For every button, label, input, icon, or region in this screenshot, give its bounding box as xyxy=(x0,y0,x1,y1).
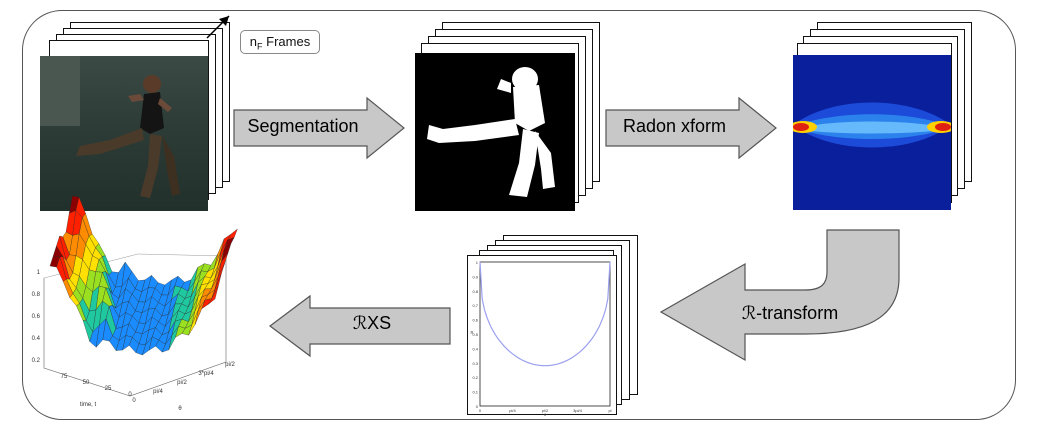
surface-z-tick: 0.4 xyxy=(32,336,41,342)
rxs-label: ℛXS xyxy=(352,313,392,333)
frames-axis-arrow xyxy=(206,15,230,39)
plot2d-ylabel: R̂ xyxy=(471,330,474,335)
surface-theta-tick: pi/2 xyxy=(225,362,235,368)
plot2d-y-tick: 0.9 xyxy=(472,274,478,279)
surface-box-lines xyxy=(43,256,227,397)
radon-stack xyxy=(793,22,978,217)
surface-time-tick: 50 xyxy=(83,380,90,386)
plot2d-y-tick: 0.5 xyxy=(472,332,478,337)
plot2d-axes xyxy=(479,261,611,407)
rxs-surface-plot: 1 0.8 0.6 0.4 0.2 75 50 25 0 time, t 0 pi/4 pi/2 3*pi… xyxy=(32,195,238,412)
plot2d-y-tick: 0.7 xyxy=(472,303,478,308)
radon-sinogram xyxy=(793,102,951,148)
plot2d-x-tick: 3pi/4 xyxy=(573,408,582,413)
plot2d-x-tick: pi/4 xyxy=(509,408,516,413)
plot2d-x-tick: pi/2 xyxy=(542,408,549,413)
radon-label: Radon xform xyxy=(622,116,727,136)
frames-label: nF Frames xyxy=(240,30,320,54)
r-transform-plot-svg: 1 0.9 0.8 0.7 0.6 0.5 0.4 0.3 0.2 0.1 00 pi/4 pi/2 3p… xyxy=(471,260,612,417)
plot2d-y-tick: 0 xyxy=(476,404,479,409)
surface-time-tick: 75 xyxy=(61,374,68,380)
surface-theta-tick: 0 xyxy=(132,398,136,404)
surface-time-label: time, t xyxy=(80,402,97,408)
surface-patch xyxy=(208,286,219,305)
surface-theta-tick: 3*pi/4 xyxy=(198,371,214,377)
surface-z-tick: 0.6 xyxy=(32,314,41,320)
silhouette-image xyxy=(415,53,575,211)
segmentation-arrow xyxy=(233,96,405,160)
surface-theta-tick: pi/4 xyxy=(153,389,163,395)
r-transform-label: ℛ-transform xyxy=(741,303,839,323)
surface-time-tick: 0 xyxy=(128,392,132,398)
surface-z-tick: 0.8 xyxy=(32,292,41,298)
radon-arrow xyxy=(605,96,777,160)
radon-image xyxy=(793,55,951,210)
silhouette-shape xyxy=(427,67,555,197)
surface-time-tick: 25 xyxy=(105,386,112,392)
surface-theta-label: θ xyxy=(178,406,182,412)
plot2d-xlabel: θ xyxy=(544,412,547,417)
plot2d-y-tick: 0.8 xyxy=(472,289,478,294)
plot2d-y-tick: 0.2 xyxy=(472,375,478,380)
plot2d-y-tick: 0.3 xyxy=(472,361,478,366)
plot2d-y-tick: 0.1 xyxy=(472,390,478,395)
surface-theta-tick: pi/2 xyxy=(177,380,187,386)
segmentation-label: Segmentation xyxy=(247,116,359,136)
silhouette-stack xyxy=(415,22,605,217)
plot2d-y-tick: 0.4 xyxy=(472,346,478,351)
video-frame-stack xyxy=(40,22,235,217)
kicking-person-photo xyxy=(76,75,180,198)
plot2d-y-tick: 0.6 xyxy=(472,318,478,323)
r-transform-curve xyxy=(479,261,611,367)
plot2d-x-tick: 0 xyxy=(479,408,482,413)
video-frame-image xyxy=(40,56,208,211)
r-transform-arrow xyxy=(659,229,900,362)
surface-z-tick: 1 xyxy=(37,270,41,276)
plot2d-x-tick: pi xyxy=(608,408,611,413)
plot2d-y-tick: 1 xyxy=(476,260,479,265)
rxs-arrow xyxy=(269,294,451,358)
surface-z-tick: 0.2 xyxy=(32,358,41,364)
